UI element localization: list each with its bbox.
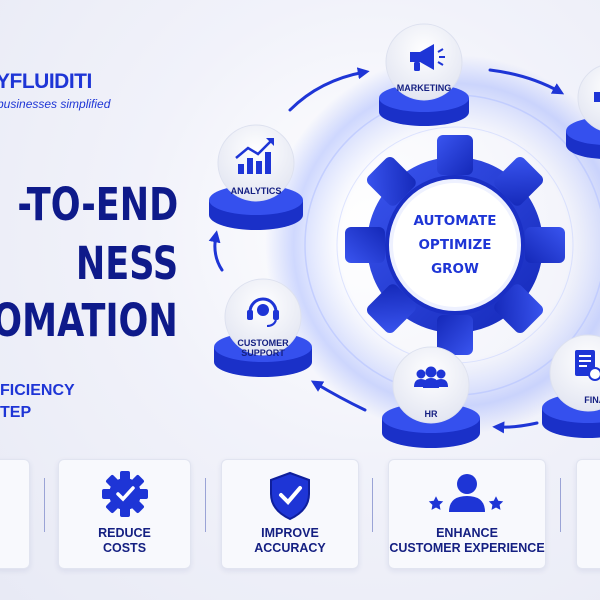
card-reduce-costs: REDUCE COSTS bbox=[58, 459, 191, 569]
automation-cycle-diagram bbox=[208, 23, 600, 448]
brand-name: YFLUIDITI bbox=[0, 70, 92, 93]
card-label-improve-accuracy: IMPROVE ACCURACY bbox=[222, 526, 358, 556]
headset-icon bbox=[247, 297, 279, 327]
node-label-finance: FINAN bbox=[584, 395, 600, 405]
node-finance bbox=[542, 334, 600, 438]
gear-check-icon bbox=[101, 471, 148, 517]
card-enhance-cx-line-1: ENHANCE bbox=[436, 526, 498, 540]
arrow-hr-to-support bbox=[310, 380, 367, 412]
invoice-icon bbox=[575, 350, 600, 381]
subline-line-2: TEP bbox=[0, 404, 32, 421]
node-analytics bbox=[209, 124, 303, 230]
card-right-partial bbox=[576, 459, 600, 569]
card-reduce-costs-line-1: REDUCE bbox=[98, 526, 151, 540]
central-gear bbox=[345, 135, 565, 355]
card-improve-accuracy-line-2: ACCURACY bbox=[254, 541, 326, 555]
gear-text-optimize: OPTIMIZE bbox=[418, 237, 492, 253]
arrow-analytics-to-marketing bbox=[288, 67, 370, 112]
node-label-support: SUPPORT bbox=[241, 348, 285, 358]
arrow-support-to-analytics bbox=[208, 230, 224, 272]
card-enhance-cx-line-2: CUSTOMER EXPERIENCE bbox=[389, 541, 545, 555]
card-enhance-customer-experience: ENHANCE CUSTOMER EXPERIENCE bbox=[388, 459, 546, 569]
subline-line-1: FICIENCY bbox=[0, 382, 75, 399]
headline-line-3: OMATION bbox=[0, 294, 178, 347]
node-label-customer: CUSTOMER bbox=[237, 338, 289, 348]
node-label-marketing: MARKETING bbox=[396, 83, 452, 93]
card-label-reduce-costs: REDUCE COSTS bbox=[59, 526, 190, 556]
gear-text-automate: AUTOMATE bbox=[413, 213, 497, 229]
arrow-finance-to-hr bbox=[492, 421, 539, 434]
bar-chart-icon bbox=[235, 138, 274, 174]
node-marketing bbox=[379, 23, 469, 126]
partial-icon bbox=[594, 92, 600, 102]
divider-3 bbox=[372, 478, 373, 532]
divider-1 bbox=[44, 478, 45, 532]
divider-2 bbox=[205, 478, 206, 532]
card-label-enhance-cx: ENHANCE CUSTOMER EXPERIENCE bbox=[389, 526, 545, 556]
card-improve-accuracy-line-1: IMPROVE bbox=[261, 526, 319, 540]
node-label-hr: HR bbox=[424, 409, 438, 419]
card-left-partial bbox=[0, 459, 30, 569]
cycle-arrows bbox=[208, 67, 565, 434]
card-improve-accuracy: IMPROVE ACCURACY bbox=[221, 459, 359, 569]
shield-check-icon bbox=[270, 471, 310, 521]
team-icon bbox=[414, 366, 448, 388]
node-label-analytics: ANALYTICS bbox=[230, 186, 282, 196]
brand-tagline: businesses simplified bbox=[0, 97, 111, 111]
headline-line-2: NESS bbox=[75, 237, 178, 290]
megaphone-icon bbox=[410, 44, 445, 71]
divider-4 bbox=[560, 478, 561, 532]
node-customer-support bbox=[214, 278, 312, 377]
gear-text-grow: GROW bbox=[431, 261, 479, 277]
customer-stars-icon bbox=[428, 474, 504, 512]
node-top-right-partial bbox=[566, 65, 600, 159]
arrow-marketing-to-next bbox=[488, 68, 565, 95]
card-reduce-costs-line-2: COSTS bbox=[102, 541, 147, 555]
headline-line-1: -TO-END bbox=[17, 178, 178, 231]
node-hr bbox=[382, 346, 480, 448]
